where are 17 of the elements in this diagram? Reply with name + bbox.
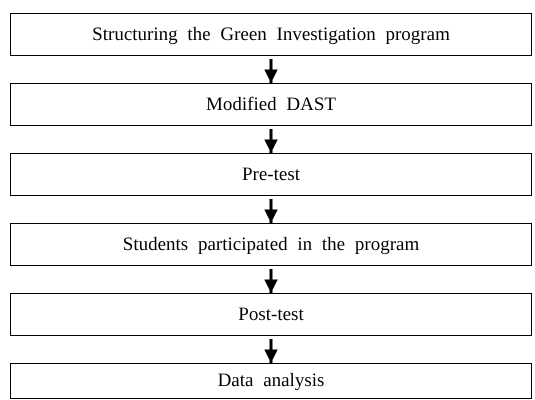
step-label: Pre-test (242, 164, 300, 186)
process-box (10, 13, 532, 56)
step-label: Post-test (238, 304, 304, 326)
process-box (10, 83, 532, 126)
step-label: Structuring the Green Investigation program (92, 24, 450, 46)
arrow (264, 269, 278, 293)
step-label: Data analysis (218, 370, 324, 392)
arrow (264, 199, 278, 223)
process-box (10, 223, 532, 266)
step-label: Students participated in the program (122, 234, 420, 256)
process-box (10, 153, 532, 196)
process-box (10, 363, 532, 399)
arrow (264, 59, 278, 83)
step-label: Modified DAST (206, 94, 336, 116)
process-box (10, 293, 532, 336)
arrow (264, 339, 278, 363)
arrow (264, 129, 278, 153)
